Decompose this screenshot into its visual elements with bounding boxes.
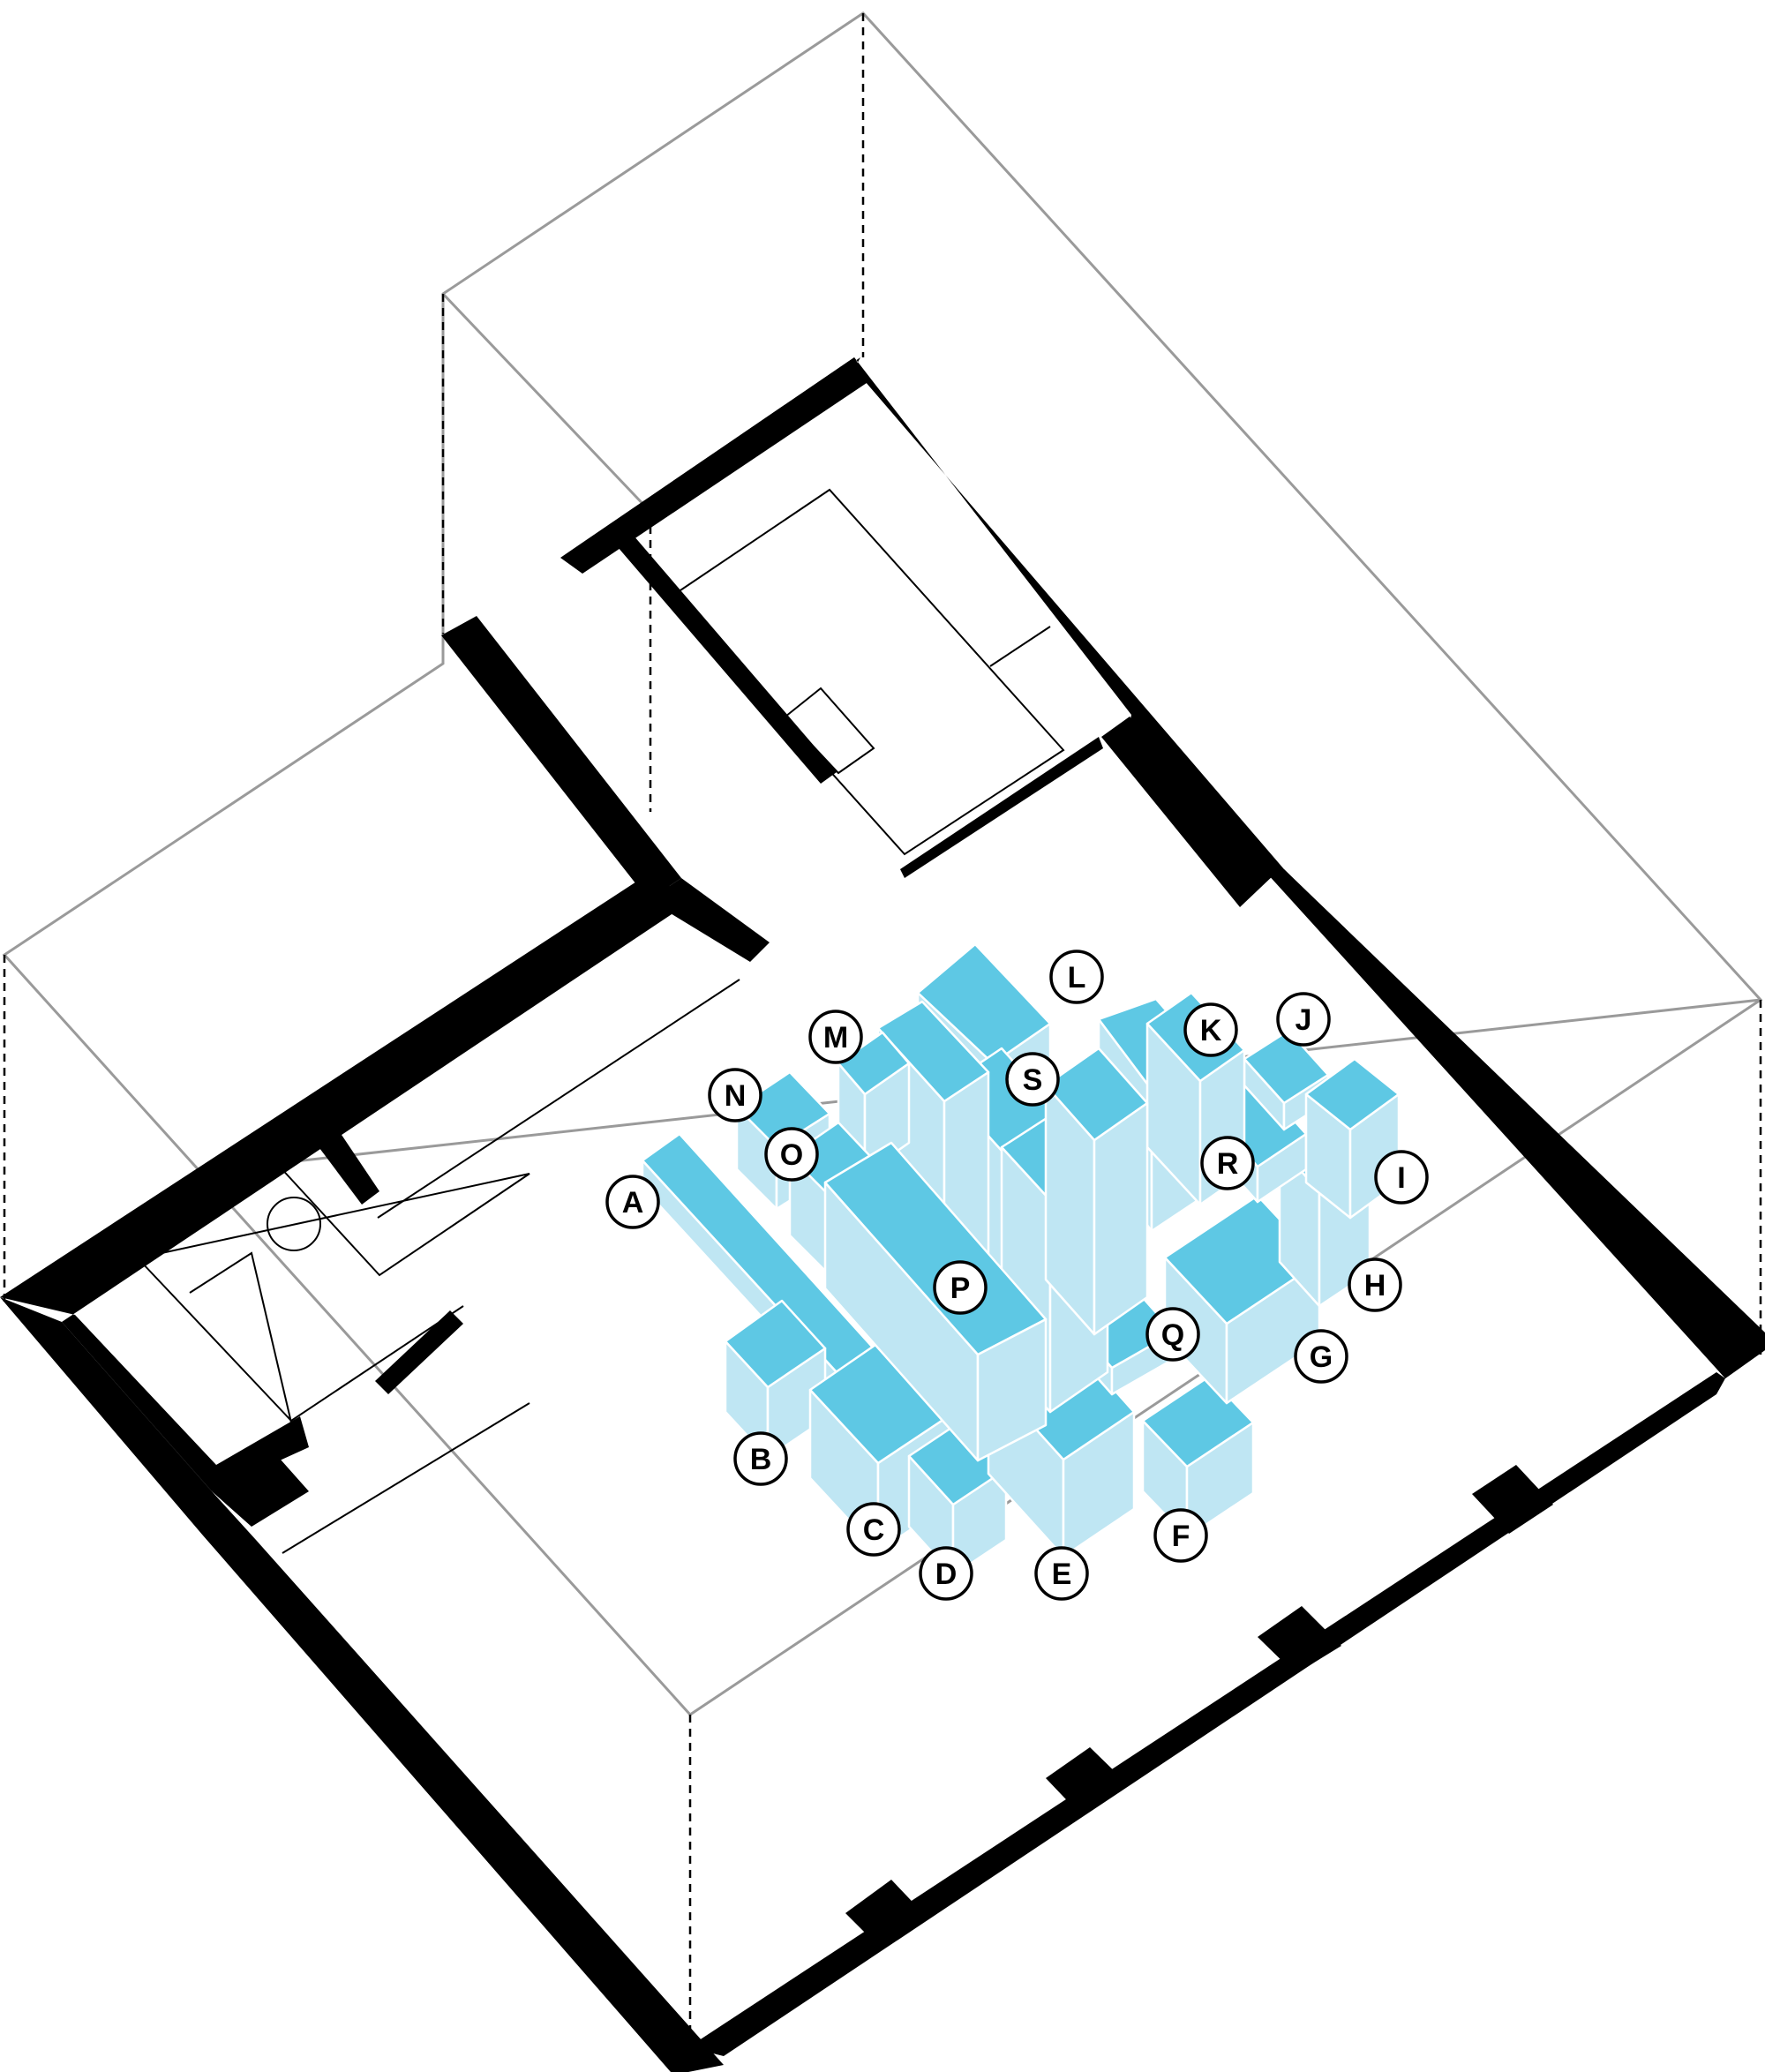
label-circle <box>919 1546 973 1601</box>
label-s: S <box>1005 1052 1060 1107</box>
label-k: K <box>1183 1002 1238 1057</box>
label-r: R <box>1200 1136 1255 1190</box>
label-letter: N <box>725 1079 747 1113</box>
box-d <box>907 1419 1008 1577</box>
label-circle <box>1153 1508 1208 1563</box>
box-m-top <box>876 1000 990 1103</box>
lower-room-inner <box>140 1261 464 1423</box>
label-circle <box>1276 992 1331 1047</box>
window-mullion-4 <box>1472 1465 1553 1534</box>
diagonal-interior-wall-2 <box>900 737 1103 878</box>
west-outer-wall <box>0 1297 724 2072</box>
label-c: C <box>846 1502 901 1557</box>
kitchen-partition <box>375 1310 463 1394</box>
label-letter: G <box>1310 1340 1333 1374</box>
box-p-top <box>823 1141 1048 1356</box>
box-j2-top <box>1304 1057 1401 1131</box>
label-letter: J <box>1296 1003 1312 1037</box>
label-circle <box>1034 1546 1089 1601</box>
label-letter: A <box>622 1186 644 1220</box>
label-a: A <box>605 1175 660 1229</box>
label-circle <box>1374 1150 1429 1205</box>
label-letter: L <box>1068 961 1086 995</box>
bathroom-inner-line <box>189 1251 292 1423</box>
label-g: G <box>1294 1329 1348 1384</box>
label-circle <box>733 1431 788 1486</box>
left-horizontal-wall <box>0 874 693 1491</box>
label-circle <box>808 1010 863 1064</box>
label-n: N <box>708 1068 762 1122</box>
right-outer-wall <box>1275 869 1765 1378</box>
label-h: H <box>1348 1257 1402 1312</box>
label-circle <box>1348 1257 1402 1312</box>
window-sill-line <box>740 1400 1688 2039</box>
box-m2-top <box>837 1031 911 1096</box>
label-letter: O <box>780 1138 803 1172</box>
label-circle <box>764 1127 819 1182</box>
label-letter: Q <box>1161 1318 1184 1352</box>
label-letter: C <box>863 1513 885 1547</box>
label-letter: K <box>1200 1014 1222 1047</box>
label-circle <box>846 1502 901 1557</box>
box-l-top <box>916 942 1052 1065</box>
label-i: I <box>1374 1150 1429 1205</box>
upper-counter-divider <box>989 626 1051 667</box>
lower-kitchen-line <box>282 1402 530 1554</box>
top-left-wall-upper <box>560 357 869 574</box>
left-step-wall <box>441 616 681 900</box>
label-j: J <box>1276 992 1331 1047</box>
window-mullion-1 <box>845 1880 925 1946</box>
volume-inner-edge <box>441 292 652 514</box>
thick-wall-block <box>1101 717 1275 907</box>
box-p <box>823 1141 1048 1462</box>
label-circle <box>933 1260 988 1315</box>
label-letter: D <box>935 1558 958 1591</box>
label-letter: M <box>823 1021 848 1055</box>
diagonal-interior-wall-1 <box>618 536 837 784</box>
bottom-left-pillar <box>212 1452 309 1527</box>
label-e: E <box>1034 1546 1089 1601</box>
label-circle <box>1145 1307 1200 1362</box>
walls <box>0 357 1765 2072</box>
toilet-circle <box>267 1197 321 1251</box>
label-letter: S <box>1023 1063 1043 1097</box>
label-m: M <box>808 1010 863 1064</box>
window-mullion-3 <box>1258 1606 1341 1674</box>
label-letter: P <box>950 1272 971 1305</box>
label-letter: I <box>1397 1161 1405 1195</box>
label-b: B <box>733 1431 788 1486</box>
bath-partition <box>309 1119 379 1205</box>
box-b-top <box>724 1299 827 1389</box>
box-s3-side-right <box>1093 1101 1149 1336</box>
label-circle <box>1200 1136 1255 1190</box>
box-s3 <box>1044 1047 1149 1336</box>
window-mullion-2 <box>1046 1747 1128 1815</box>
label-circle <box>605 1175 660 1229</box>
label-circle <box>1005 1052 1060 1107</box>
label-letter: F <box>1172 1520 1190 1553</box>
label-letter: H <box>1364 1269 1386 1303</box>
label-f: F <box>1153 1508 1208 1563</box>
label-circle <box>1183 1002 1238 1057</box>
living-room-line <box>377 979 740 1219</box>
window-lines <box>740 1400 1688 2039</box>
label-circle <box>708 1068 762 1122</box>
label-circle <box>1049 950 1104 1004</box>
box-s3-top <box>1044 1047 1149 1142</box>
label-d: D <box>919 1546 973 1601</box>
label-letter: E <box>1052 1558 1072 1591</box>
label-circle <box>1294 1329 1348 1384</box>
label-q: Q <box>1145 1307 1200 1362</box>
label-o: O <box>764 1127 819 1182</box>
label-l: L <box>1049 950 1104 1004</box>
box-j-top <box>1243 1029 1330 1105</box>
label-letter: R <box>1217 1147 1239 1181</box>
box-n-top <box>735 1070 831 1149</box>
window-frame-bottom <box>688 1372 1725 2056</box>
label-p: P <box>933 1260 988 1315</box>
box-labels: A B C D E F G H I J K L M NO P Q R S <box>605 950 1429 1601</box>
label-letter: B <box>750 1443 772 1476</box>
